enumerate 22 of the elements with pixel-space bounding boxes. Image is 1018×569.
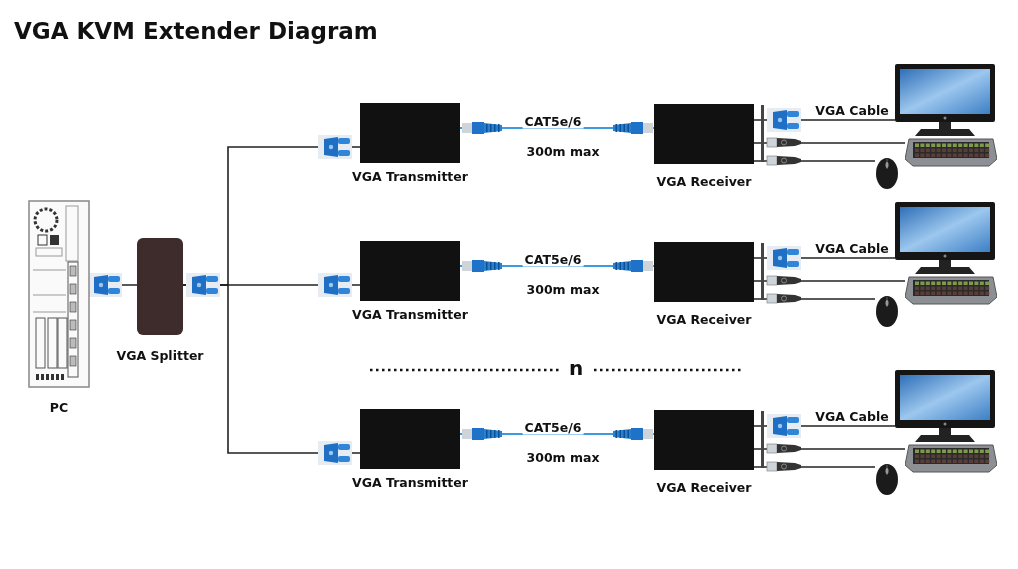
count-label: n [568, 356, 584, 380]
edge-label: VGA Cable [813, 408, 891, 424]
device-label: PC [49, 400, 69, 415]
device-label: VGA Transmitter [352, 475, 468, 490]
cable [753, 298, 876, 300]
cable-length-label: 300m max [526, 449, 600, 465]
cable [753, 142, 906, 144]
cable [753, 448, 906, 450]
device-label: VGA Splitter [116, 348, 204, 363]
cable-length-label: 300m max [526, 281, 600, 297]
device-label: VGA Receiver [656, 312, 752, 327]
cable [753, 160, 876, 162]
device-label: VGA Transmitter [352, 169, 468, 184]
edge-label: VGA Cable [813, 102, 891, 118]
device-label: VGA Transmitter [352, 307, 468, 322]
cable-length-label: 300m max [526, 143, 600, 159]
device-label: VGA Receiver [656, 480, 752, 495]
diagram-title: VGA KVM Extender Diagram [14, 18, 378, 44]
edge-label: VGA Cable [813, 240, 891, 256]
cable [753, 280, 906, 282]
device-label: VGA Receiver [656, 174, 752, 189]
cable [753, 466, 876, 468]
